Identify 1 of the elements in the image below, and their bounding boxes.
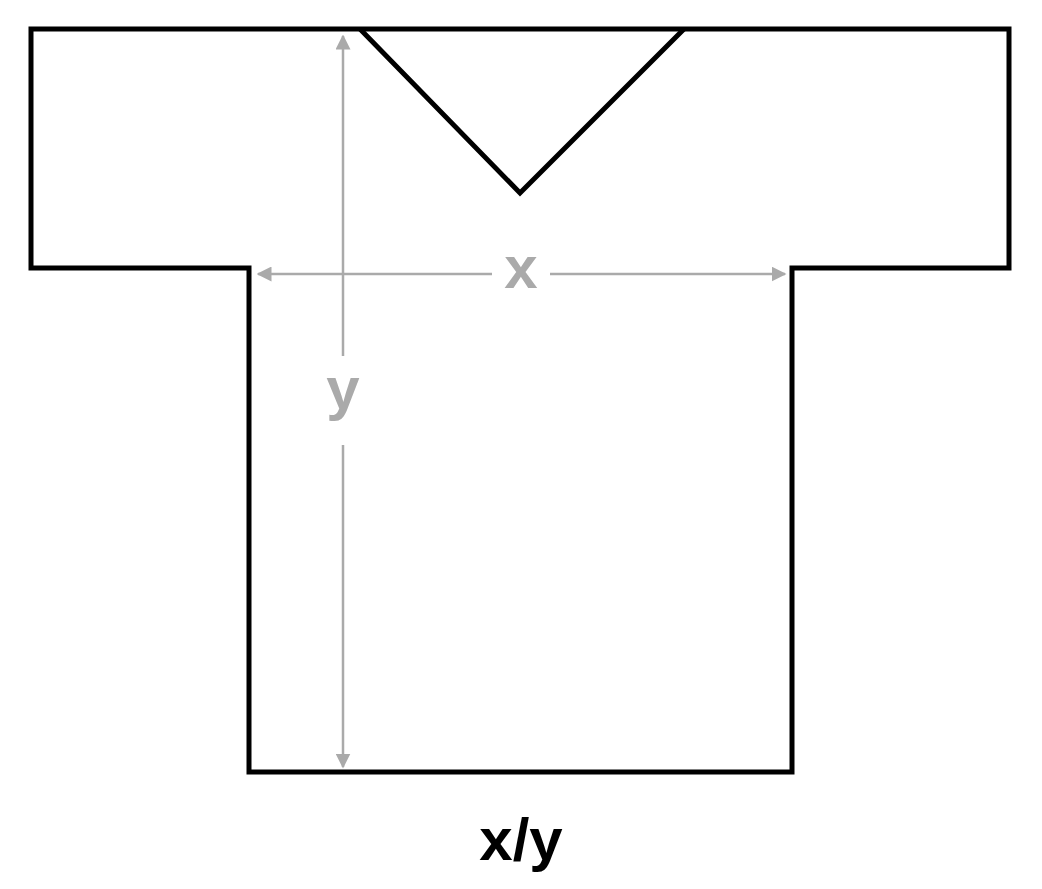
caption: x/y [479, 810, 563, 870]
